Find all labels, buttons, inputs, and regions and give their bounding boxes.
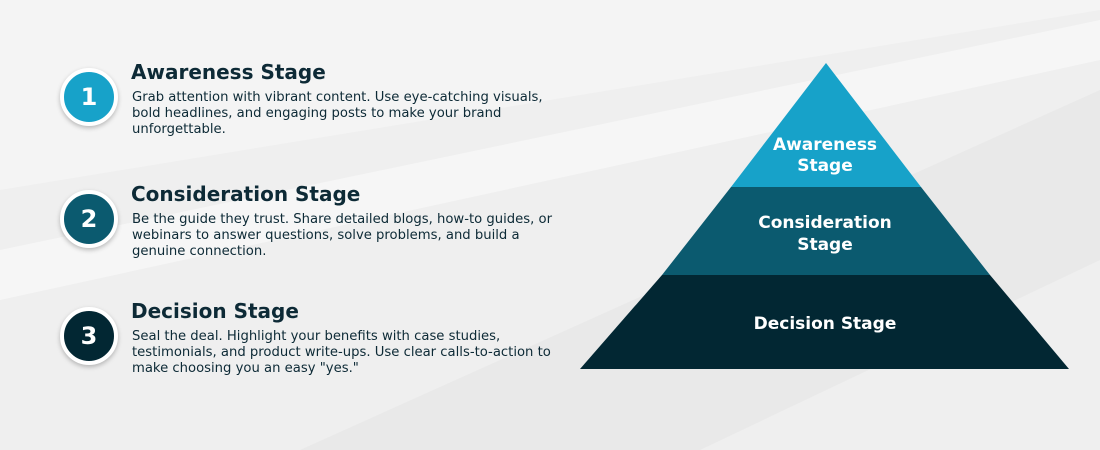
tier-label: Awareness [773, 135, 877, 155]
step-number-badge: 1 [60, 68, 118, 126]
step-number-badge: 3 [60, 307, 118, 365]
step-description: Seal the deal. Highlight your benefits w… [132, 329, 551, 376]
tier-label: Stage [797, 156, 853, 176]
step-title: Awareness Stage [131, 60, 326, 84]
tier-label: Stage [797, 235, 853, 255]
step-number-badge: 2 [60, 190, 118, 248]
tier-label: Consideration [758, 213, 892, 233]
tier-label: Decision Stage [754, 314, 897, 334]
step-description: Grab attention with vibrant content. Use… [132, 90, 543, 137]
step-title: Consideration Stage [131, 182, 361, 206]
pyramid-tier-decision [580, 275, 1069, 369]
step-description: Be the guide they trust. Share detailed … [132, 212, 553, 259]
pyramid-tier-consideration [662, 187, 990, 275]
step-title: Decision Stage [131, 299, 299, 323]
pyramid-tier-awareness [731, 63, 921, 187]
